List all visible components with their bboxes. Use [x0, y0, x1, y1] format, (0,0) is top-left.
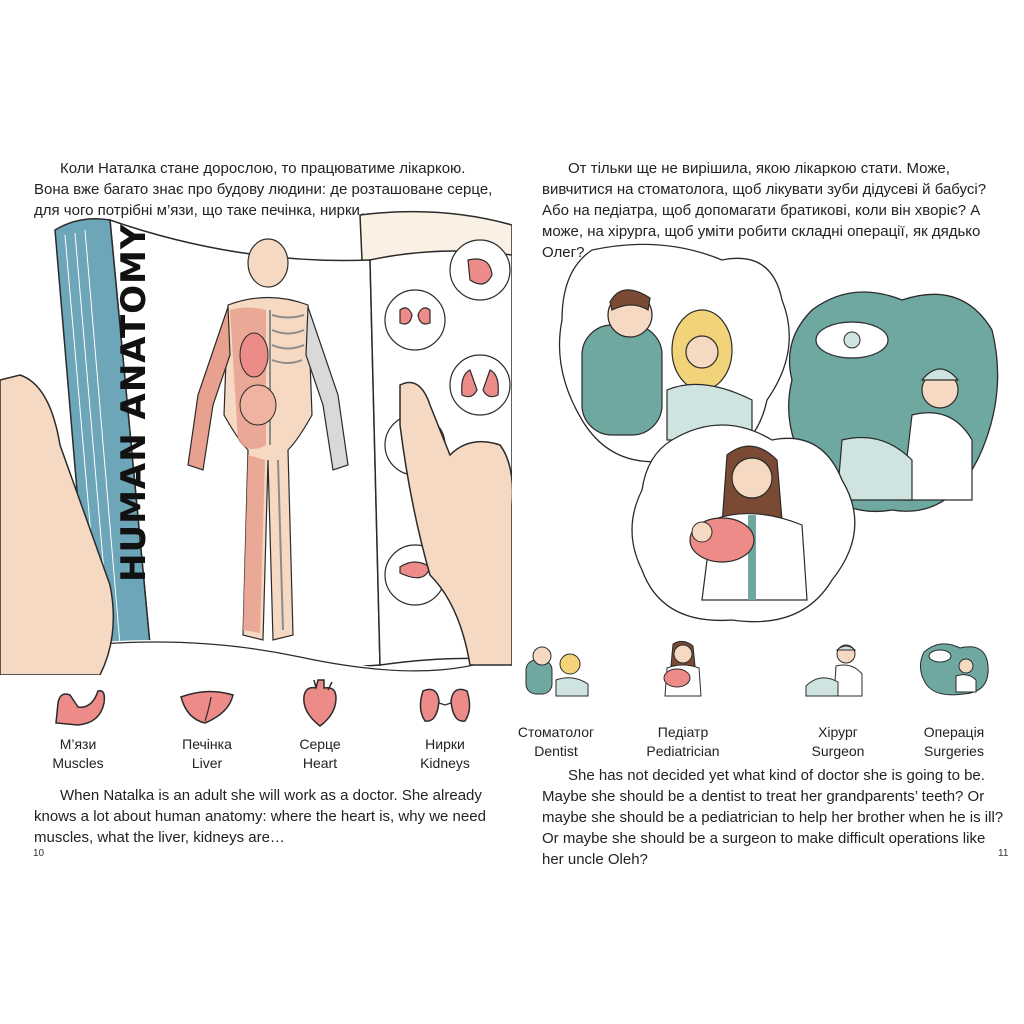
page-number-right: 11 — [998, 848, 1009, 859]
organ-liver: Печінка Liver — [162, 683, 252, 773]
surgeon-icon — [805, 644, 863, 697]
organ-kidneys: Нирки Kidneys — [400, 683, 490, 773]
page-number-left: 10 — [33, 848, 45, 859]
ua-paragraph-right: От тільки ще не вирішила, якою лікаркою … — [542, 158, 1004, 263]
profession-label-ua: Хірург — [818, 724, 858, 740]
surgery-icon — [920, 643, 989, 696]
organ-label-en: Muscles — [52, 755, 104, 771]
anatomy-book-illustration — [0, 210, 512, 675]
en-text-left: When Natalka is an adult she will work a… — [34, 787, 486, 846]
profession-label-ua: Стоматолог — [517, 724, 595, 740]
profession-label-ua: Педіатр — [657, 724, 709, 740]
en-paragraph-right: She has not decided yet what kind of doc… — [542, 765, 1004, 870]
profession-dentist: Стоматолог Dentist — [512, 640, 611, 761]
heart-icon — [303, 679, 337, 727]
liver-icon — [180, 690, 234, 724]
doctors-illustration — [558, 243, 999, 623]
book-title: HUMAN ANATOMY — [114, 223, 154, 583]
en-paragraph-left: When Natalka is an adult she will work a… — [34, 785, 494, 848]
pediatrician-icon — [663, 640, 702, 697]
profession-label-en: Surgeries — [924, 743, 984, 759]
dentist-icon — [525, 646, 589, 697]
organ-label-ua: М’язи — [59, 736, 97, 752]
ua-text-right: От тільки ще не вирішила, якою лікаркою … — [542, 160, 987, 261]
organ-muscles: М’язи Muscles — [33, 683, 123, 773]
organ-label-ua: Серце — [299, 736, 341, 752]
profession-surgeon: Хірург Surgeon — [783, 640, 893, 761]
profession-label-ua: Операція — [923, 724, 985, 740]
right-page: От тільки ще не вирішила, якою лікаркою … — [512, 0, 1024, 1024]
ua-paragraph-left: Коли Наталка стане дорослою, то працюват… — [34, 158, 494, 221]
kidneys-icon — [419, 688, 471, 722]
profession-label-en: Pediatrician — [646, 743, 720, 759]
profession-label-en: Surgeon — [811, 743, 865, 759]
arm-muscle-icon — [55, 690, 106, 726]
organ-label-ua: Нирки — [425, 736, 465, 752]
organ-label-ua: Печінка — [182, 736, 232, 752]
left-page: Коли Наталка стане дорослою, то працюват… — [0, 158, 512, 859]
organ-label-en: Liver — [191, 755, 223, 771]
organ-heart: Серце Heart — [275, 678, 365, 773]
organ-label-en: Kidneys — [420, 755, 470, 771]
en-text-right: She has not decided yet what kind of doc… — [542, 767, 1004, 868]
profession-label-en: Dentist — [534, 743, 578, 759]
profession-pediatrician: Педіатр Pediatrician — [628, 640, 738, 761]
profession-surgeries: Операція Surgeries — [899, 640, 1009, 761]
organ-label-en: Heart — [302, 755, 338, 771]
ua-text-left: Коли Наталка стане дорослою, то працюват… — [34, 160, 493, 219]
